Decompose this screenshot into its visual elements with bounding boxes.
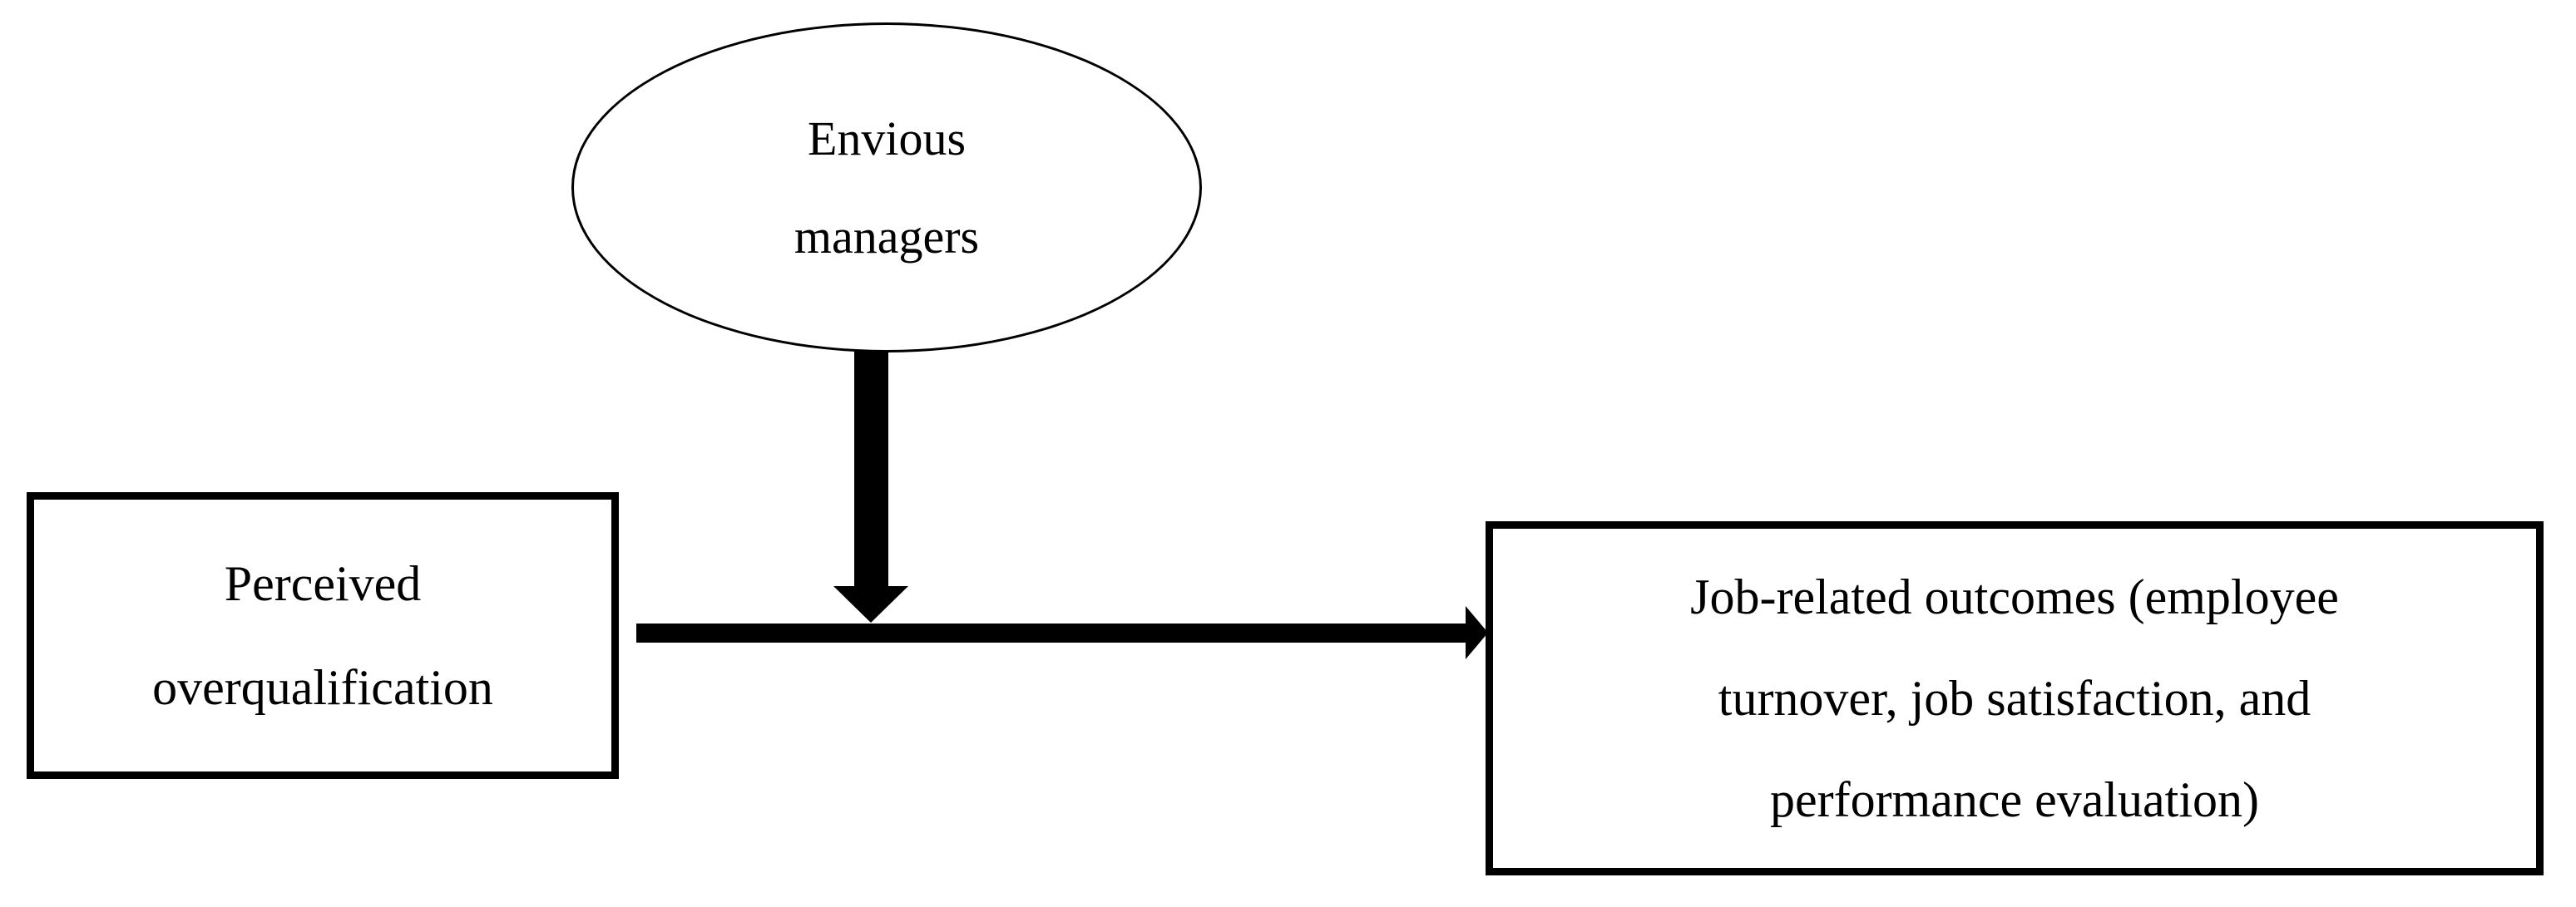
moderator-line-1: Envious (807, 111, 967, 165)
predictor-line-2: overqualification (152, 659, 493, 715)
outcome-node-text: Job-related outcomes (employee turnover,… (1493, 546, 2536, 850)
direct-effect-arrow (636, 606, 1488, 659)
moderation-arrow-head-icon (833, 586, 908, 623)
outcome-line-3: performance evaluation) (1769, 772, 2260, 827)
direct-effect-arrow-shaft (636, 624, 1466, 643)
moderator-node-text: Envious managers (574, 90, 1199, 286)
outcome-line-1: Job-related outcomes (employee (1690, 569, 2339, 624)
moderation-arrow (833, 348, 908, 623)
outcome-node-job-related-outcomes: Job-related outcomes (employee turnover,… (1486, 521, 2544, 875)
moderator-node-envious-managers: Envious managers (571, 22, 1202, 352)
moderator-line-2: managers (794, 209, 980, 264)
predictor-node-text: Perceived overqualification (34, 532, 611, 740)
predictor-node-perceived-overqualification: Perceived overqualification (27, 492, 619, 779)
predictor-line-1: Perceived (224, 555, 422, 611)
outcome-line-2: turnover, job satisfaction, and (1718, 671, 2311, 726)
direct-effect-arrow-head-icon (1466, 606, 1488, 659)
moderation-arrow-shaft (854, 348, 888, 588)
